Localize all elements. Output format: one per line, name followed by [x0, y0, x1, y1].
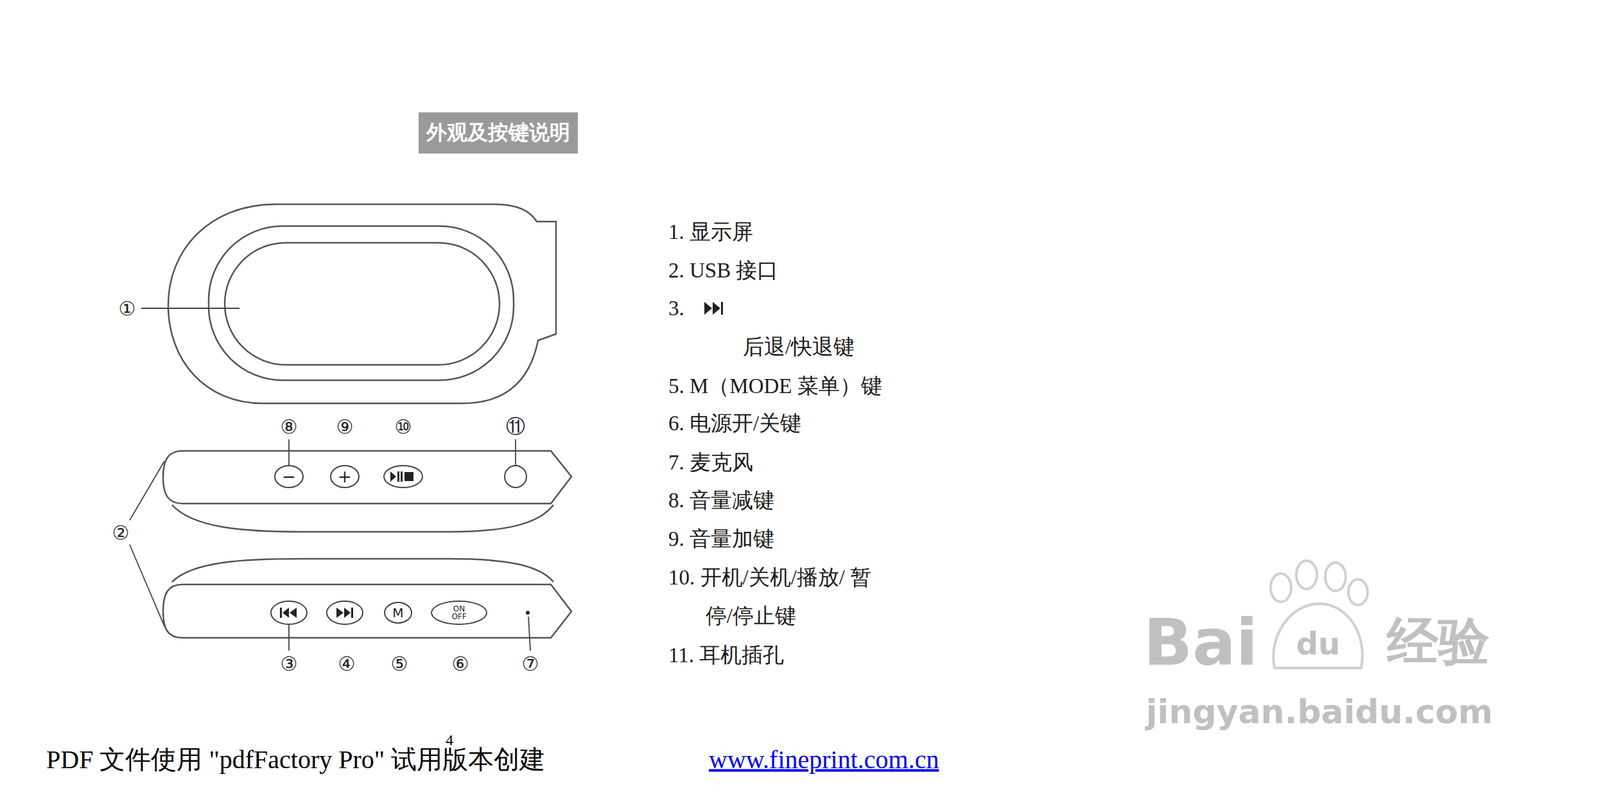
button-label: OFF — [451, 612, 467, 621]
next-button — [326, 600, 363, 625]
callout-number: ⑦ — [521, 652, 540, 675]
button: M — [383, 601, 413, 624]
leader-line — [129, 544, 165, 627]
next-icon — [336, 607, 354, 618]
callout-number: ① — [118, 297, 137, 320]
leader-line — [514, 439, 517, 465]
button-label: + — [337, 468, 352, 485]
play-pause-icon — [390, 471, 414, 482]
button-label: − — [281, 468, 296, 485]
footer-note: PDF 文件使用 "pdfFactory Pro" 试用版本创建 — [46, 741, 546, 777]
watermark: 经验 — [1386, 607, 1490, 677]
side-view-lower-curve — [172, 558, 554, 582]
callout-number: ⑪ — [505, 413, 526, 440]
button: ONOFF — [430, 600, 488, 625]
part-description: 11. 耳机插孔 — [668, 640, 784, 670]
callout-number: ⑩ — [394, 415, 413, 438]
part-description: 2. USB 接口 — [668, 256, 779, 286]
earphone-jack — [504, 465, 527, 488]
side-view-upper-curve — [172, 504, 554, 532]
callout-number: ③ — [280, 652, 298, 675]
footer-link: www.fineprint.com.cn — [708, 744, 939, 775]
button-label: ON — [453, 604, 465, 613]
part-description: 3. — [668, 296, 685, 321]
watermark-paw — [1296, 560, 1317, 589]
callout-number: ⑥ — [452, 652, 470, 675]
display-frame — [208, 226, 514, 381]
part-description: 10. 开机/关机/播放/ 暂停/停止键 — [668, 557, 892, 635]
callout-number: ⑨ — [336, 415, 354, 438]
part-description: 6. 电源开/关键 — [668, 408, 802, 438]
part-description: 1. 显示屏 — [668, 217, 754, 247]
callout-number: ④ — [338, 652, 356, 675]
side-view-upper — [163, 450, 572, 504]
play-button — [383, 465, 423, 488]
leader-line — [528, 616, 531, 651]
leader-line — [288, 439, 290, 465]
watermark: jingyan.baidu.com — [1146, 692, 1494, 731]
prev-button — [270, 600, 307, 625]
part-description: 8. 音量减键 — [668, 486, 775, 515]
watermark-paw — [1348, 579, 1368, 605]
microphone — [525, 610, 530, 615]
list-next-icon — [704, 301, 723, 315]
callout-number: ② — [112, 521, 130, 544]
watermark: Bai — [1143, 604, 1258, 680]
page-number: 4 — [445, 731, 454, 749]
watermark-paw — [1325, 562, 1346, 591]
player-body — [168, 204, 557, 404]
leader-line — [141, 307, 240, 309]
part-description: 后退/快退键 — [742, 332, 855, 362]
button: − — [274, 464, 304, 488]
side-view-lower — [163, 584, 572, 638]
watermark-paw — [1270, 573, 1292, 602]
callout-number: ⑧ — [280, 415, 298, 438]
watermark: du — [1296, 625, 1341, 662]
prev-icon — [279, 607, 297, 618]
watermark-paw — [1273, 603, 1363, 668]
leader-line — [129, 460, 165, 521]
button-label: M — [392, 606, 404, 619]
part-description: 9. 音量加键 — [668, 524, 775, 554]
part-description: 5. M（MODE 菜单）键 — [668, 371, 883, 401]
section-title: 外观及按键说明 — [418, 112, 578, 154]
callout-number: ⑤ — [391, 652, 409, 675]
leader-line — [288, 624, 290, 651]
button: + — [330, 464, 360, 488]
part-description: 7. 麦克风 — [668, 448, 754, 478]
display-screen — [224, 242, 500, 365]
